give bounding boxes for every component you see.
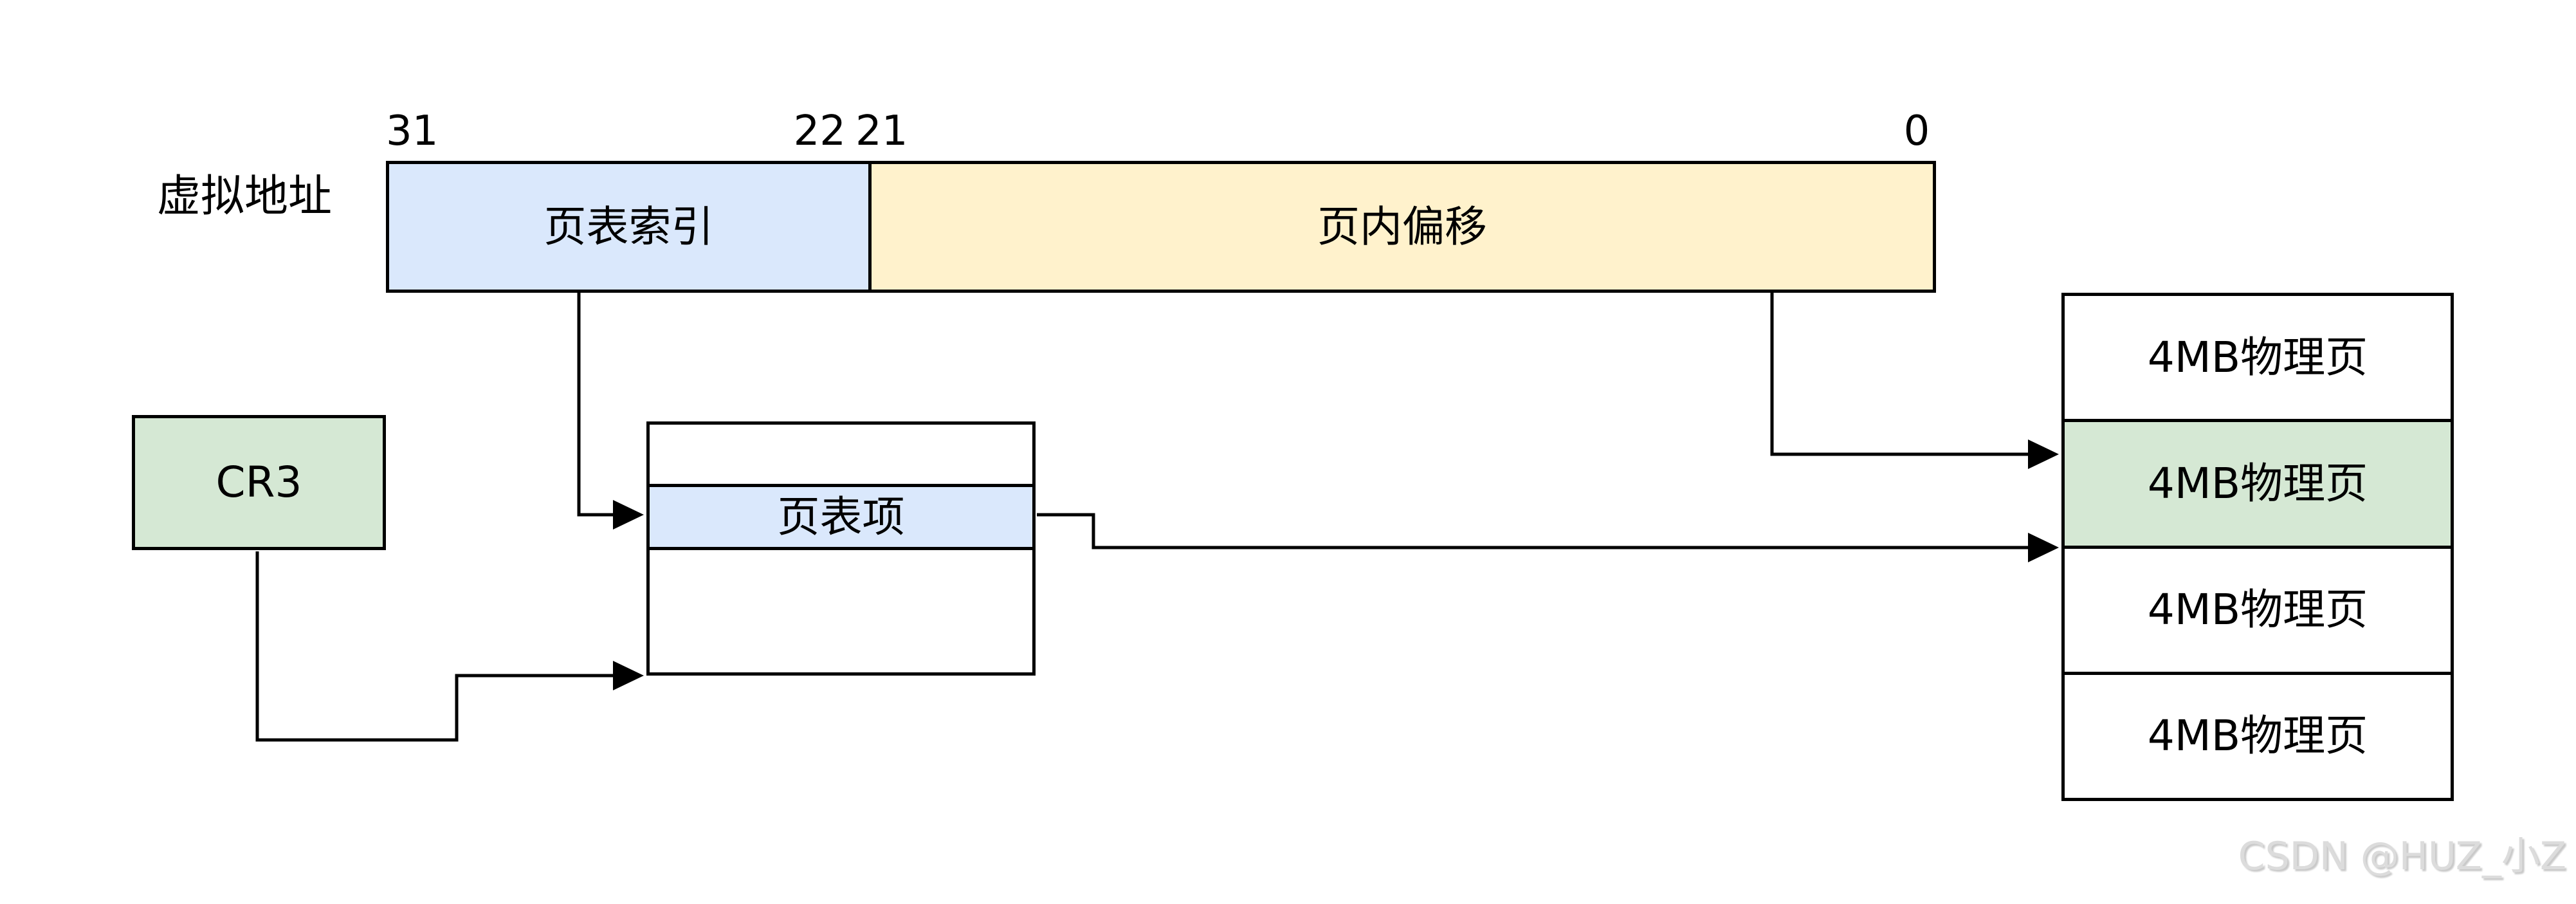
page-table-index-field: 页表索引 [389,164,872,290]
page-table-entry-row: 页表项 [650,487,1032,550]
bit-label-21: 21 [855,107,908,155]
arrow-cr3-to-page-table [255,551,644,742]
arrow-offset-to-physical-page [1770,293,2059,469]
physical-page-row: 4MB物理页 [2065,671,2451,798]
bit-label-0: 0 [1903,107,1930,155]
page-table-entry-label: 页表项 [777,492,905,542]
physical-pages-column: 4MB物理页 4MB物理页 4MB物理页 4MB物理页 [2061,293,2454,801]
page-offset-label: 页内偏移 [1317,201,1487,252]
page-table-index-label: 页表索引 [544,201,714,252]
page-table-row-top [650,425,1032,487]
bit-label-22: 22 [793,107,846,155]
bit-label-31: 31 [386,107,439,155]
virtual-address-label: 虚拟地址 [156,171,332,222]
virtual-address-box: 页表索引 页内偏移 [386,161,1936,293]
cr3-box: CR3 [132,415,386,550]
arrow-entry-to-physical-page [1037,513,2059,562]
watermark: CSDN @HUZ_小Z [2238,834,2566,879]
page-table-box: 页表项 [646,421,1036,676]
page-table-row-bottom [650,550,1032,672]
physical-page-label: 4MB物理页 [2147,585,2368,635]
physical-page-row: 4MB物理页 [2065,419,2451,546]
page-offset-field: 页内偏移 [872,164,1933,290]
physical-page-label: 4MB物理页 [2147,332,2368,382]
physical-page-label: 4MB物理页 [2147,711,2368,761]
physical-page-row: 4MB物理页 [2065,296,2451,419]
physical-page-label: 4MB物理页 [2147,458,2368,508]
physical-page-row: 4MB物理页 [2065,545,2451,672]
arrow-index-to-entry [577,293,644,530]
cr3-label: CR3 [215,457,302,507]
